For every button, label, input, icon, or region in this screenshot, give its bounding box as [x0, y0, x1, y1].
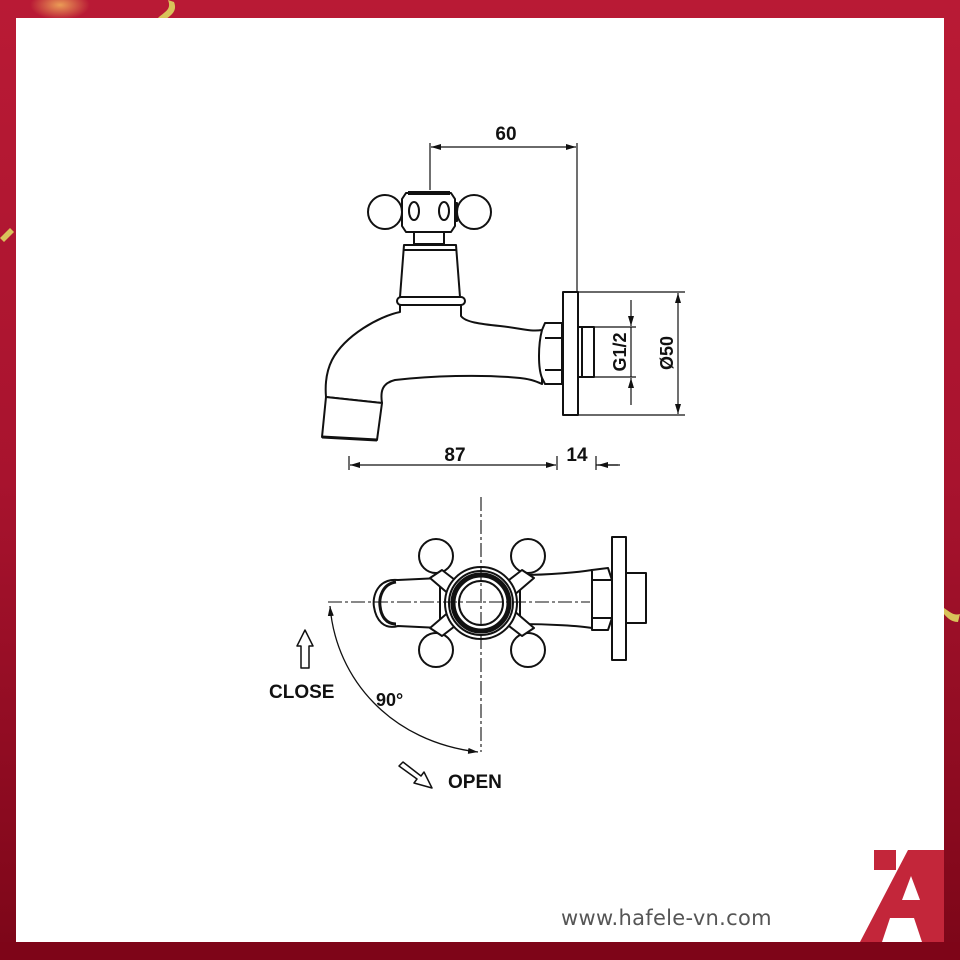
rotation-arc — [327, 605, 479, 754]
close-label: CLOSE — [269, 682, 334, 703]
hafele-logo-icon — [860, 850, 944, 942]
thread-label: G1/2 — [610, 332, 630, 371]
confetti-icon — [942, 608, 960, 622]
side-view-dimensions — [348, 143, 685, 470]
open-arrow-icon — [398, 761, 433, 789]
side-view-faucet — [321, 191, 595, 442]
confetti-icon — [0, 228, 14, 242]
drawing-panel: 60 87 14 G1/2 Ø50 CLOSE 90° OPEN www.haf… — [16, 18, 944, 942]
website-url: www.hafele-vn.com — [561, 906, 772, 930]
glow-decoration — [30, 0, 90, 20]
close-arrow-icon — [296, 629, 314, 669]
dim-14-label: 14 — [566, 445, 588, 466]
open-label: OPEN — [448, 772, 502, 793]
bottom-bar — [0, 942, 960, 960]
technical-drawing: 60 87 14 G1/2 Ø50 CLOSE 90° OPEN — [269, 124, 685, 793]
dim-87-label: 87 — [444, 445, 465, 466]
diameter-label: Ø50 — [657, 336, 677, 370]
angle-label: 90° — [376, 690, 403, 710]
confetti-icon — [158, 0, 176, 22]
dim-60-label: 60 — [495, 124, 516, 145]
top-view-centerlines — [328, 497, 590, 752]
